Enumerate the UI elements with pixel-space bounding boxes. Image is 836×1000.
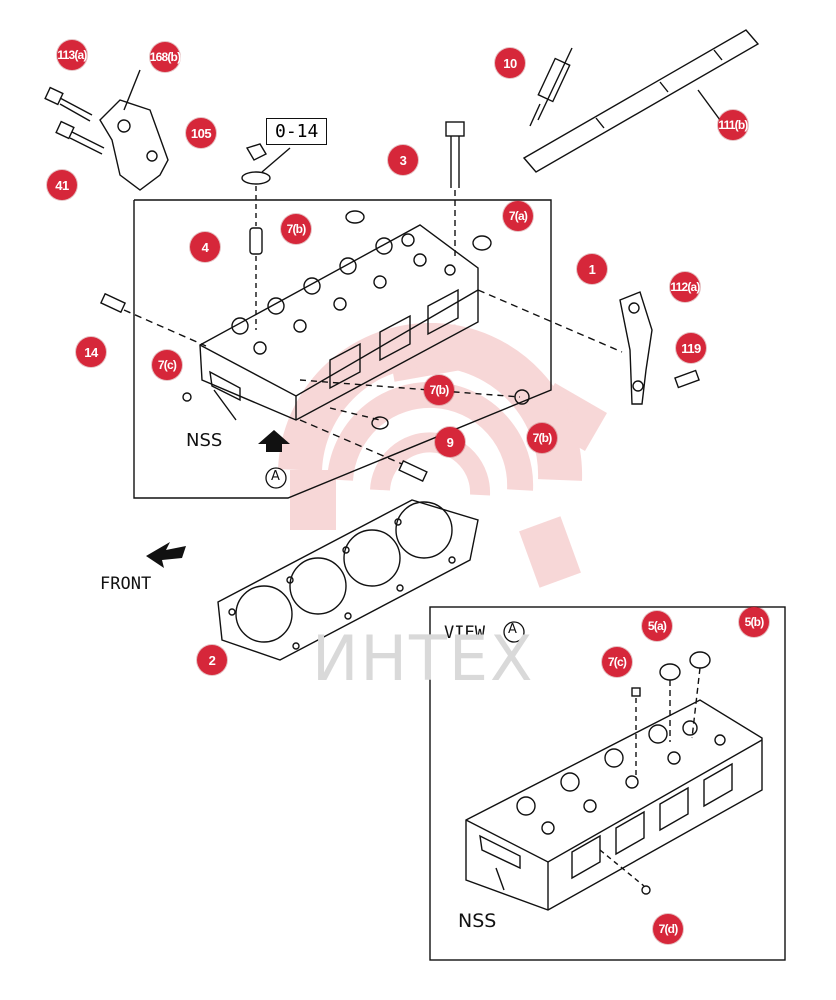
callout-5b[interactable]: 5(b) [739, 607, 769, 637]
bolt-113 [44, 86, 93, 122]
arrow-marker: A [271, 469, 280, 484]
callout-9[interactable]: 9 [435, 427, 465, 457]
arrow-up-icon [258, 430, 290, 452]
watermark-text: ИНТЕХ [312, 622, 535, 695]
callout-111b[interactable]: 111(b) [718, 110, 748, 140]
callout-105[interactable]: 105 [186, 118, 216, 148]
callout-119[interactable]: 119 [676, 333, 706, 363]
callout-4[interactable]: 4 [190, 232, 220, 262]
callout-7a[interactable]: 7(a) [503, 201, 533, 231]
callout-112a[interactable]: 112(a) [670, 272, 700, 302]
bolt-3 [445, 121, 465, 258]
callout-7c-main[interactable]: 7(c) [152, 350, 182, 380]
stud-14 [99, 292, 207, 347]
view-title: VIEW [444, 623, 485, 643]
nut-105 [241, 143, 291, 185]
callout-14[interactable]: 14 [76, 337, 106, 367]
dowel-4 [249, 186, 263, 330]
callout-10[interactable]: 10 [495, 48, 525, 78]
callout-7b-top[interactable]: 7(b) [281, 214, 311, 244]
bracket-112 [477, 289, 653, 405]
callout-7b-mid[interactable]: 7(b) [424, 375, 454, 405]
callout-1[interactable]: 1 [577, 254, 607, 284]
bolt-41 [55, 120, 105, 155]
callout-168b[interactable]: 168(b) [150, 42, 181, 72]
callout-41[interactable]: 41 [47, 170, 77, 200]
front-arrow-icon [146, 542, 186, 568]
connector-bar-111 [522, 29, 760, 173]
plug-7c-main [182, 392, 192, 402]
nss-label-main: NSS [186, 430, 223, 451]
callout-5a[interactable]: 5(a) [642, 611, 672, 641]
callout-7b-right[interactable]: 7(b) [527, 423, 557, 453]
plug-7b-mid [371, 416, 389, 430]
stud-119 [674, 369, 700, 389]
reference-box: 0-14 [266, 118, 328, 145]
plug-7b-top [345, 210, 365, 224]
glow-plug-10 [529, 47, 573, 127]
callout-2[interactable]: 2 [197, 645, 227, 675]
callout-7d[interactable]: 7(d) [653, 914, 683, 944]
cylinder-head [199, 224, 479, 421]
callout-113a[interactable]: 113(a) [57, 40, 87, 70]
plug-7b-right [514, 389, 530, 405]
nss-label-view: NSS [458, 910, 497, 932]
ring-7a [472, 235, 492, 251]
view-marker: A [508, 622, 517, 637]
main-frame [133, 199, 552, 499]
callout-7c-view[interactable]: 7(c) [602, 647, 632, 677]
view-frame [429, 606, 786, 961]
view-a-cylinder-head [465, 651, 763, 911]
callout-3[interactable]: 3 [388, 145, 418, 175]
stud-9 [299, 419, 428, 482]
front-label: FRONT [100, 574, 152, 594]
head-gasket [217, 499, 479, 661]
bracket-168 [99, 69, 169, 191]
